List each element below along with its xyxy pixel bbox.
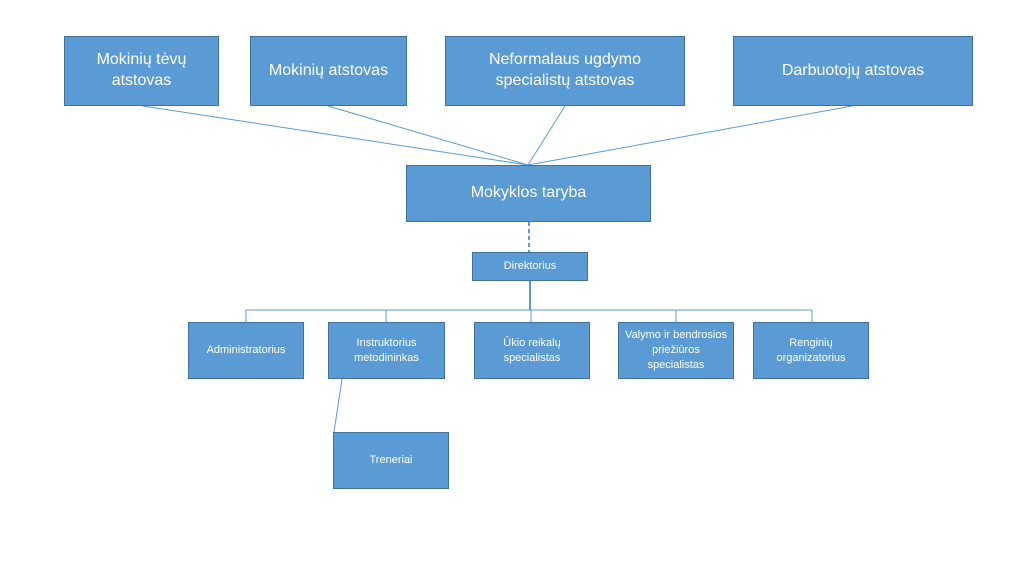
connector-employees-council bbox=[527, 105, 853, 166]
director-box: Direktorius bbox=[472, 252, 588, 281]
connector-students-council bbox=[327, 105, 529, 166]
coaches-box: Treneriai bbox=[333, 432, 449, 489]
economy-specialist-label: Ūkio reikalų specialistas bbox=[503, 336, 561, 364]
school-council-box: Mokyklos taryba bbox=[406, 165, 651, 222]
cleaning-specialist-label: Valymo ir bendrosios priežiūros speciali… bbox=[625, 329, 727, 371]
parents-representative-label: Mokinių tėvų atstovas bbox=[96, 51, 187, 89]
connector-nonformal-council bbox=[527, 105, 566, 166]
cleaning-specialist-box: Valymo ir bendrosios priežiūros speciali… bbox=[618, 322, 734, 379]
events-organizer-label: Renginių organizatorius bbox=[776, 336, 846, 364]
coaches-label: Treneriai bbox=[369, 454, 413, 467]
employees-representative-box: Darbuotojų atstovas bbox=[733, 36, 973, 106]
parents-representative-box: Mokinių tėvų atstovas bbox=[64, 36, 219, 106]
administrator-label: Administratorius bbox=[206, 344, 286, 357]
students-representative-box: Mokinių atstovas bbox=[250, 36, 407, 106]
school-council-label: Mokyklos taryba bbox=[470, 184, 587, 202]
economy-specialist-box: Ūkio reikalų specialistas bbox=[474, 322, 590, 379]
instructor-label: Instruktorius metodininkas bbox=[354, 336, 419, 364]
events-organizer-box: Renginių organizatorius bbox=[753, 322, 869, 379]
students-representative-label: Mokinių atstovas bbox=[268, 61, 389, 79]
instructor-box: Instruktorius metodininkas bbox=[328, 322, 445, 379]
employees-representative-label: Darbuotojų atstovas bbox=[781, 61, 925, 79]
connector-parents-council bbox=[142, 105, 529, 166]
connector-instructor-coaches bbox=[333, 378, 343, 433]
nonformal-representative-box: Neformalaus ugdymo specialistų atstovas bbox=[445, 36, 685, 106]
administrator-box: Administratorius bbox=[188, 322, 304, 379]
nonformal-representative-label: Neformalaus ugdymo specialistų atstovas bbox=[488, 51, 642, 89]
director-label: Direktorius bbox=[503, 260, 557, 273]
